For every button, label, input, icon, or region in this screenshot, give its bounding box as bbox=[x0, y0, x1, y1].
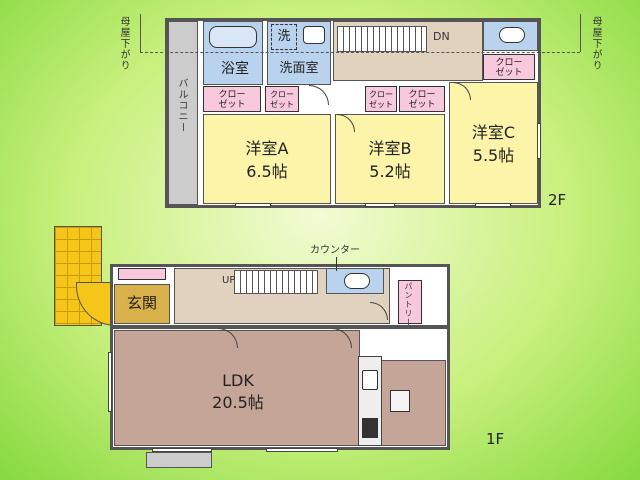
shoe-closet bbox=[118, 268, 166, 280]
counter-leader bbox=[336, 257, 337, 271]
closet-b-2-label-1: クロー bbox=[408, 90, 436, 100]
closet-b-2: クロー ゼット bbox=[399, 86, 445, 112]
room-a-size: 6.5帖 bbox=[246, 162, 288, 181]
stove-icon bbox=[362, 418, 378, 438]
sink-icon bbox=[303, 26, 325, 44]
room-c-size: 5.5帖 bbox=[472, 146, 515, 165]
entrance-label: 玄関 bbox=[126, 294, 157, 312]
closet-a-1-label-2: ゼット bbox=[218, 100, 246, 110]
ldk-size: 20.5帖 bbox=[212, 393, 264, 412]
floor-1f-label: 1F bbox=[486, 430, 505, 448]
room-a-name: 洋室A bbox=[245, 139, 289, 158]
staircase-2f bbox=[337, 26, 427, 52]
room-b-size: 5.2帖 bbox=[369, 162, 411, 181]
floor-2f: バルコニー 浴室 洗 洗面室 DN クロー ゼット クロー ゼット クロー ゼッ… bbox=[165, 18, 541, 208]
washing-machine-icon bbox=[271, 24, 297, 50]
closet-a-2-label-1: クロー bbox=[270, 90, 294, 99]
floor-1f: 玄関 UP カウンター パントリー LDK 20.5帖 bbox=[48, 222, 450, 472]
closet-b-1-label-1: クロー bbox=[369, 90, 393, 99]
pantry-label: パントリー bbox=[404, 282, 413, 327]
closet-a-1: クロー ゼット bbox=[203, 86, 261, 112]
toilet-icon bbox=[499, 27, 525, 43]
closet-b-1-label-2: ゼット bbox=[369, 100, 393, 109]
washing-machine-label: 洗 bbox=[277, 29, 291, 44]
window-1f-left bbox=[108, 352, 112, 412]
closet-b-2-label-2: ゼット bbox=[408, 100, 436, 110]
stair-dn-label: DN bbox=[433, 30, 450, 43]
closet-a-1-label-1: クロー bbox=[218, 90, 246, 100]
roof-drop-line-2f bbox=[140, 52, 580, 53]
roof-drop-arrow-left bbox=[140, 14, 141, 52]
closet-b-1: クロー ゼット bbox=[365, 86, 397, 112]
window-1f-bottom-a bbox=[152, 448, 212, 452]
closet-c-label-2: ゼット bbox=[495, 68, 523, 78]
counter-label: カウンター bbox=[310, 245, 360, 256]
room-a bbox=[203, 114, 331, 204]
terrace-step bbox=[146, 452, 212, 468]
entrance-hall bbox=[114, 284, 170, 324]
window-2f-right bbox=[537, 123, 541, 159]
bathroom-label: 浴室 bbox=[221, 61, 249, 77]
window-1f-bottom-b bbox=[266, 448, 338, 452]
staircase-1f bbox=[234, 270, 318, 294]
window-2f-c bbox=[475, 203, 511, 207]
roof-note-left: 母屋下がり bbox=[118, 16, 129, 71]
washroom-label: 洗面室 bbox=[279, 61, 319, 76]
pantry bbox=[398, 280, 422, 324]
balcony-label: バルコニー bbox=[176, 78, 187, 133]
closet-c: クロー ゼット bbox=[483, 54, 535, 80]
toilet-1f-icon bbox=[344, 273, 370, 289]
window-2f-a bbox=[235, 203, 271, 207]
room-c-name: 洋室C bbox=[471, 123, 516, 142]
closet-a-2-label-2: ゼット bbox=[270, 100, 294, 109]
closet-c-label-1: クロー bbox=[495, 58, 523, 68]
floor-2f-label: 2F bbox=[548, 191, 567, 209]
roof-note-right: 母屋下がり bbox=[590, 16, 601, 71]
fridge-icon bbox=[390, 390, 410, 412]
balcony bbox=[168, 21, 198, 205]
room-c bbox=[449, 82, 538, 204]
bathtub-icon bbox=[209, 26, 257, 48]
window-2f-b bbox=[365, 203, 395, 207]
roof-drop-arrow-right bbox=[580, 14, 581, 52]
ldk-name: LDK bbox=[222, 371, 254, 390]
stair-up-label: UP bbox=[222, 275, 236, 286]
sink-1f-icon bbox=[362, 370, 378, 390]
closet-a-2: クロー ゼット bbox=[265, 86, 299, 112]
room-b-name: 洋室B bbox=[368, 139, 412, 158]
